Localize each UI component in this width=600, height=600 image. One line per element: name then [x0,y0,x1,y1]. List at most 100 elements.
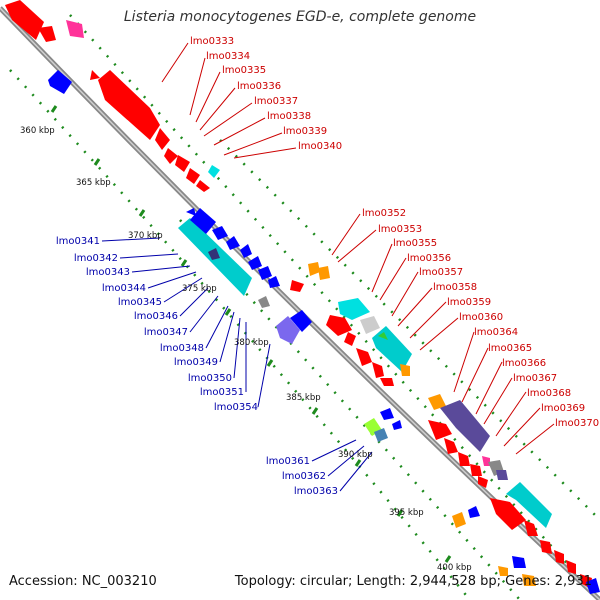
gene-feature[interactable] [208,248,220,260]
gene-feature[interactable] [428,394,446,410]
gene-feature[interactable] [344,332,356,346]
gene-feature[interactable] [268,276,280,288]
gene-feature[interactable] [48,70,72,94]
gene-label[interactable]: lmo0336 [237,81,281,92]
gene-feature[interactable] [318,266,330,280]
gene-feature[interactable] [428,420,452,440]
gene-feature[interactable] [524,520,538,536]
gene-label[interactable]: lmo0362 [282,471,326,482]
gene-feature[interactable] [380,378,394,386]
gene-feature[interactable] [196,180,210,192]
gene-label[interactable]: lmo0348 [160,343,204,354]
gene-feature[interactable] [5,0,44,40]
gene-feature[interactable] [478,476,488,488]
gene-feature[interactable] [226,236,240,250]
gene-feature[interactable] [258,266,272,280]
gene-feature[interactable] [360,316,380,334]
gene-label[interactable]: lmo0351 [200,387,244,398]
gene-feature[interactable] [356,348,372,366]
gene-label[interactable]: lmo0353 [378,224,422,235]
gene-feature[interactable] [554,550,564,564]
gene-feature[interactable] [240,244,252,258]
gene-label[interactable]: lmo0333 [190,36,234,47]
gene-feature[interactable] [392,420,402,430]
gene-label[interactable]: lmo0338 [267,111,311,122]
gene-feature[interactable] [444,438,458,454]
gene-label[interactable]: lmo0342 [74,253,118,264]
gene-label[interactable]: lmo0352 [362,208,406,219]
gene-label[interactable]: lmo0350 [188,373,232,384]
gene-feature[interactable] [98,70,160,140]
gene-label[interactable]: lmo0339 [283,126,327,137]
forward-strand-features[interactable] [5,0,592,588]
gene-label[interactable]: lmo0356 [407,253,451,264]
gene-label[interactable]: lmo0366 [502,358,546,369]
gene-feature[interactable] [458,452,470,466]
gene-feature[interactable] [452,512,466,528]
gene-label[interactable]: lmo0364 [474,327,518,338]
gene-feature[interactable] [38,26,56,42]
gene-feature[interactable] [380,408,394,420]
gene-feature[interactable] [175,155,190,172]
gene-feature[interactable] [586,578,600,594]
gene-feature[interactable] [186,208,196,216]
gene-label[interactable]: lmo0369 [541,403,585,414]
gene-feature[interactable] [308,262,320,276]
gene-label[interactable]: lmo0368 [527,388,571,399]
gene-feature[interactable] [372,362,384,378]
gene-feature[interactable] [470,464,482,476]
gene-label[interactable]: lmo0363 [294,486,338,497]
gene-feature[interactable] [155,128,170,150]
gene-feature[interactable] [290,310,312,332]
gene-feature[interactable] [506,482,552,528]
gene-label[interactable]: lmo0344 [102,283,146,294]
gene-feature[interactable] [186,168,200,184]
gene-label[interactable]: lmo0354 [214,402,258,413]
gene-feature[interactable] [566,560,576,574]
gene-feature[interactable] [258,296,270,308]
gene-label[interactable]: lmo0337 [254,96,298,107]
gene-feature[interactable] [490,498,526,530]
gene-feature[interactable] [212,226,228,240]
gene-label[interactable]: lmo0349 [174,357,218,368]
gene-feature[interactable] [378,332,388,340]
gene-feature[interactable] [276,316,300,344]
gene-label[interactable]: lmo0345 [118,297,162,308]
gene-label[interactable]: lmo0334 [206,51,250,62]
gene-feature[interactable] [374,428,388,442]
gene-feature[interactable] [326,315,352,336]
gene-feature[interactable] [522,574,536,586]
gene-label[interactable]: lmo0343 [86,267,130,278]
gene-label[interactable]: lmo0367 [513,373,557,384]
gene-label[interactable]: lmo0360 [459,312,503,323]
gene-feature[interactable] [66,20,84,38]
gene-feature[interactable] [540,540,552,554]
gene-feature[interactable] [468,506,480,518]
gene-feature[interactable] [290,280,304,292]
gene-label[interactable]: lmo0358 [433,282,477,293]
gene-feature[interactable] [482,456,490,466]
gene-label[interactable]: lmo0359 [447,297,491,308]
gene-label[interactable]: lmo0365 [488,343,532,354]
gene-feature[interactable] [208,165,220,178]
reverse-strand-features[interactable] [48,70,600,594]
gene-feature[interactable] [338,298,370,320]
gene-label[interactable]: lmo0335 [222,65,266,76]
gene-feature[interactable] [440,400,490,452]
gene-label[interactable]: lmo0346 [134,311,178,322]
gene-label[interactable]: lmo0361 [266,456,310,467]
gene-feature[interactable] [164,148,178,164]
gene-feature[interactable] [248,256,262,270]
gene-feature[interactable] [400,364,410,376]
gene-label[interactable]: lmo0357 [419,267,463,278]
gene-label[interactable]: lmo0340 [298,141,342,152]
gene-feature[interactable] [496,470,508,480]
gene-label[interactable]: lmo0370 [555,418,599,429]
gene-label[interactable]: lmo0347 [144,327,188,338]
gene-feature[interactable] [498,566,508,576]
gene-feature[interactable] [90,70,100,80]
gene-feature[interactable] [190,208,216,234]
gene-label[interactable]: lmo0341 [56,236,100,247]
gene-label[interactable]: lmo0355 [393,238,437,249]
gene-feature[interactable] [512,556,526,568]
